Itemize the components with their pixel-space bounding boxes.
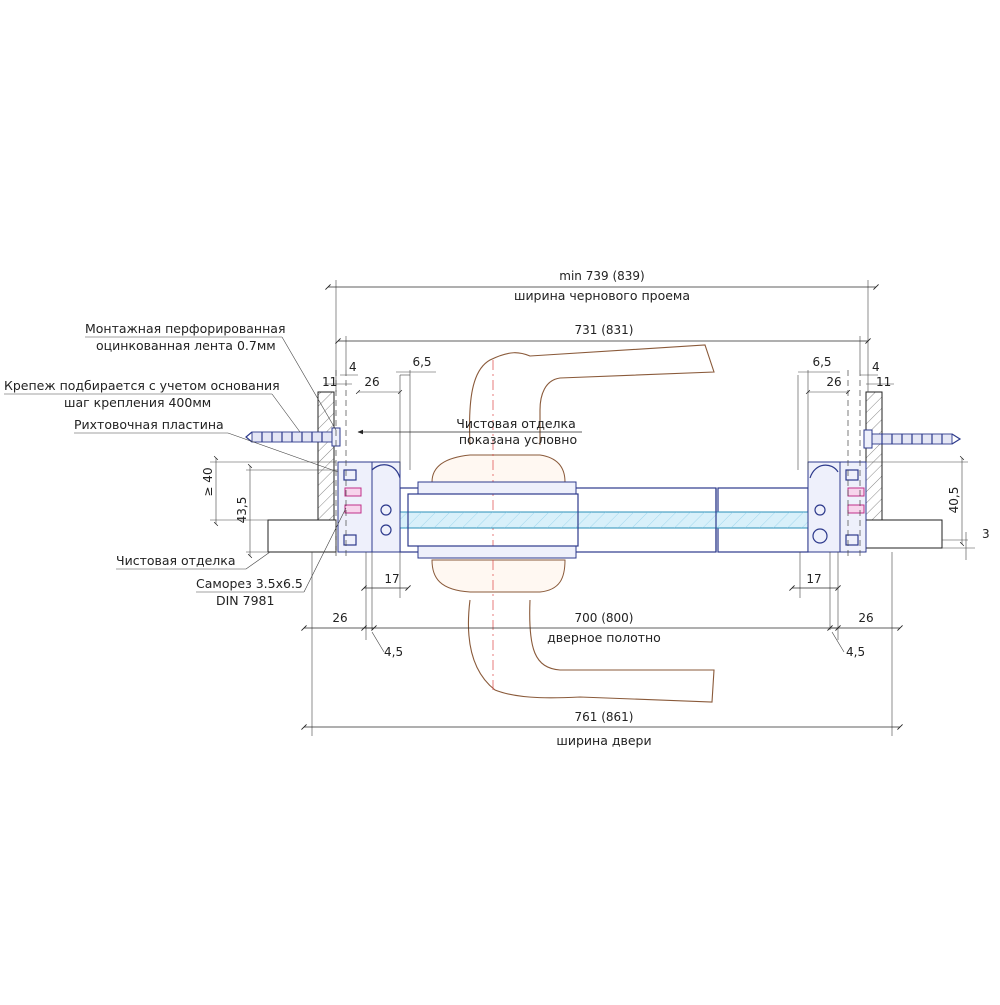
anchor-screw-left: [245, 427, 341, 447]
door-leaf-dimension: 700 (800): [575, 611, 634, 625]
finish-note-line-1: Чистовая отделка: [456, 416, 575, 431]
door-handle: [431, 344, 715, 703]
dims-bottom-left: 17 26 4,5: [301, 552, 411, 736]
plate-note: Рихтовочная пластина: [74, 417, 224, 432]
dim-frame: 731 (831): [335, 323, 871, 370]
dim-26-left-top: 26: [364, 375, 379, 389]
dim-door-width: 761 (861) ширина двери: [301, 710, 903, 748]
dim-43-5: 43,5: [235, 497, 249, 524]
dims-left-vertical: ≥ 40 43,5: [201, 455, 338, 559]
rough-opening-label: ширина чернового проема: [514, 288, 690, 303]
dim-40-5: 40,5: [947, 487, 961, 514]
tape-note-line-1: Монтажная перфорированная: [85, 321, 285, 336]
screw-note-line-1: Саморез 3.5x6.5: [196, 576, 303, 591]
rough-opening-dimension: min 739 (839): [559, 269, 644, 283]
callouts-left: Монтажная перфорированная оцинкованная л…: [4, 321, 347, 608]
dims-top-left: 11 4 26 6,5: [322, 355, 436, 470]
dim-door-leaf: 700 (800) дверное полотно: [361, 611, 841, 645]
left-jamb: [245, 370, 401, 560]
dims-right-vertical: 40,5 3: [866, 455, 990, 560]
door-leaf: [399, 481, 809, 559]
fastener-note-line-2: шаг крепления 400мм: [64, 395, 211, 410]
screw-note-line-2: DIN 7981: [216, 593, 274, 608]
dim-3: 3: [982, 527, 990, 541]
dim-4-left: 4: [349, 360, 357, 374]
dim-min-40: ≥ 40: [201, 467, 215, 496]
anchor-screw-right: [863, 429, 962, 449]
door-leaf-label: дверное полотно: [547, 630, 661, 645]
dim-6-5-left: 6,5: [412, 355, 431, 369]
dim-26-left-bottom: 26: [332, 611, 347, 625]
dim-4-right: 4: [872, 360, 880, 374]
dim-11-left: 11: [322, 375, 337, 389]
dim-26-right-top: 26: [826, 375, 841, 389]
door-width-dimension: 761 (861): [575, 710, 634, 724]
dim-11-right: 11: [876, 375, 891, 389]
dim-6-5-right: 6,5: [812, 355, 831, 369]
dim-17-right: 17: [806, 572, 821, 586]
dim-4-5-right: 4,5: [846, 645, 865, 659]
fastener-note-line-1: Крепеж подбирается с учетом основания: [4, 378, 280, 393]
dim-17-left: 17: [384, 572, 399, 586]
door-width-label: ширина двери: [556, 733, 651, 748]
dims-bottom-right: 17 26 4,5: [789, 552, 903, 736]
right-jamb: [807, 370, 962, 560]
frame-dimension: 731 (831): [575, 323, 634, 337]
dim-4-5-left: 4,5: [384, 645, 403, 659]
tape-note-line-2: оцинкованная лента 0.7мм: [96, 338, 276, 353]
finish-note-line-2: показана условно: [459, 432, 577, 447]
finish-note-center: Чистовая отделка показана условно: [357, 416, 582, 447]
dim-rough-opening: min 739 (839) ширина чернового проема: [325, 269, 879, 392]
dims-top-right: 6,5 26 4 11: [797, 355, 894, 470]
dim-26-right-bottom: 26: [858, 611, 873, 625]
finish-note-left: Чистовая отделка: [116, 553, 235, 568]
